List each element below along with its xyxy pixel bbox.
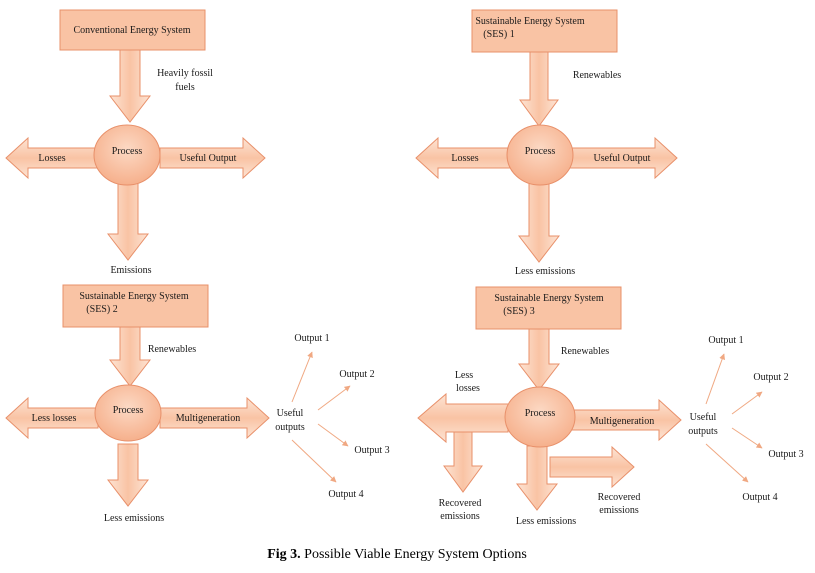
output-line [705,353,725,405]
process-label: Process [112,146,143,157]
input-label: Heavily fossil [157,68,213,79]
right-label: Multigeneration [176,413,240,424]
outputs-label: outputs [275,422,305,433]
recovered-down-arrow [443,431,483,493]
output-label: Output 4 [328,489,363,500]
output-label: Output 3 [768,449,803,460]
input-label: Renewables [561,346,609,357]
left-arrow [415,136,511,180]
output-label: Output 3 [354,445,389,456]
caption-bold: Fig 3. [267,547,300,562]
title-box [475,286,622,330]
title-box [62,284,209,328]
bottom-arrow [517,181,561,263]
output-label: Output 1 [708,335,743,346]
diagram-conventional: Conventional Energy System Heavily fossi… [5,9,266,276]
figure-caption: Fig 3. Possible Viable Energy System Opt… [267,547,527,562]
left-arrow [417,392,509,444]
diagram-ses2: Sustainable Energy System (SES) 2 Renewa… [5,284,390,524]
title-text: Sustainable Energy System [494,293,603,304]
bottom-label: Less emissions [516,516,576,527]
process-node [94,384,162,442]
diagram-ses3: Sustainable Energy System (SES) 3 Renewa… [417,286,804,527]
diagram-ses1: Sustainable Energy System (SES) 1 Renewa… [415,9,678,277]
bottom-arrow [106,181,150,261]
bottom-label: Less emissions [515,266,575,277]
process-label: Process [525,408,556,419]
input-arrow [108,326,152,387]
input-arrow [517,328,561,391]
input-label: Renewables [148,344,196,355]
recovered-label-right: Recovered [598,492,641,503]
recovered-right-arrow [549,445,635,489]
recovered-label-right: emissions [599,505,639,516]
caption-rest: Possible Viable Energy System Options [301,547,527,562]
output-line [291,351,313,403]
right-label: Useful Output [180,153,237,164]
title-box [59,9,206,51]
process-node [506,124,574,186]
input-arrow [108,49,152,123]
left-arrow [5,396,99,440]
title-text: Conventional Energy System [73,25,190,36]
left-label: losses [456,383,480,394]
bottom-arrow [106,443,150,507]
left-label: Losses [38,153,65,164]
left-label: Less [455,370,473,381]
output-line [731,427,763,449]
right-label: Useful Output [594,153,651,164]
bottom-label: Emissions [110,265,151,276]
process-node [93,124,161,186]
title-text: (SES) 2 [86,304,117,315]
input-label: fuels [175,82,195,93]
bottom-arrow [515,445,559,511]
input-label: Renewables [573,70,621,81]
title-text: (SES) 3 [503,306,534,317]
process-label: Process [525,146,556,157]
right-arrow [159,396,270,440]
input-arrow [519,51,559,127]
output-label: Output 2 [339,369,374,380]
output-line [317,423,349,447]
recovered-label-left: emissions [440,511,480,522]
output-line [317,385,351,411]
outputs-label: Useful [277,408,304,419]
output-line [705,443,749,483]
left-label: Less losses [32,413,77,424]
output-label: Output 4 [742,492,777,503]
right-label: Multigeneration [590,416,654,427]
output-label: Output 1 [294,333,329,344]
outputs-label: outputs [688,426,718,437]
left-label: Losses [451,153,478,164]
left-arrow [5,136,101,180]
process-node [504,386,576,448]
right-arrow [569,136,678,180]
title-box [471,9,618,53]
right-arrow [159,136,266,180]
recovered-label-left: Recovered [439,498,482,509]
outputs-label: Useful [690,412,717,423]
title-text: (SES) 1 [483,29,514,40]
process-label: Process [113,405,144,416]
title-text: Sustainable Energy System [79,291,188,302]
bottom-label: Less emissions [104,513,164,524]
output-line [731,391,763,415]
output-label: Output 2 [753,372,788,383]
right-arrow [571,398,682,442]
title-text: Sustainable Energy System [475,16,584,27]
output-line [291,439,337,483]
